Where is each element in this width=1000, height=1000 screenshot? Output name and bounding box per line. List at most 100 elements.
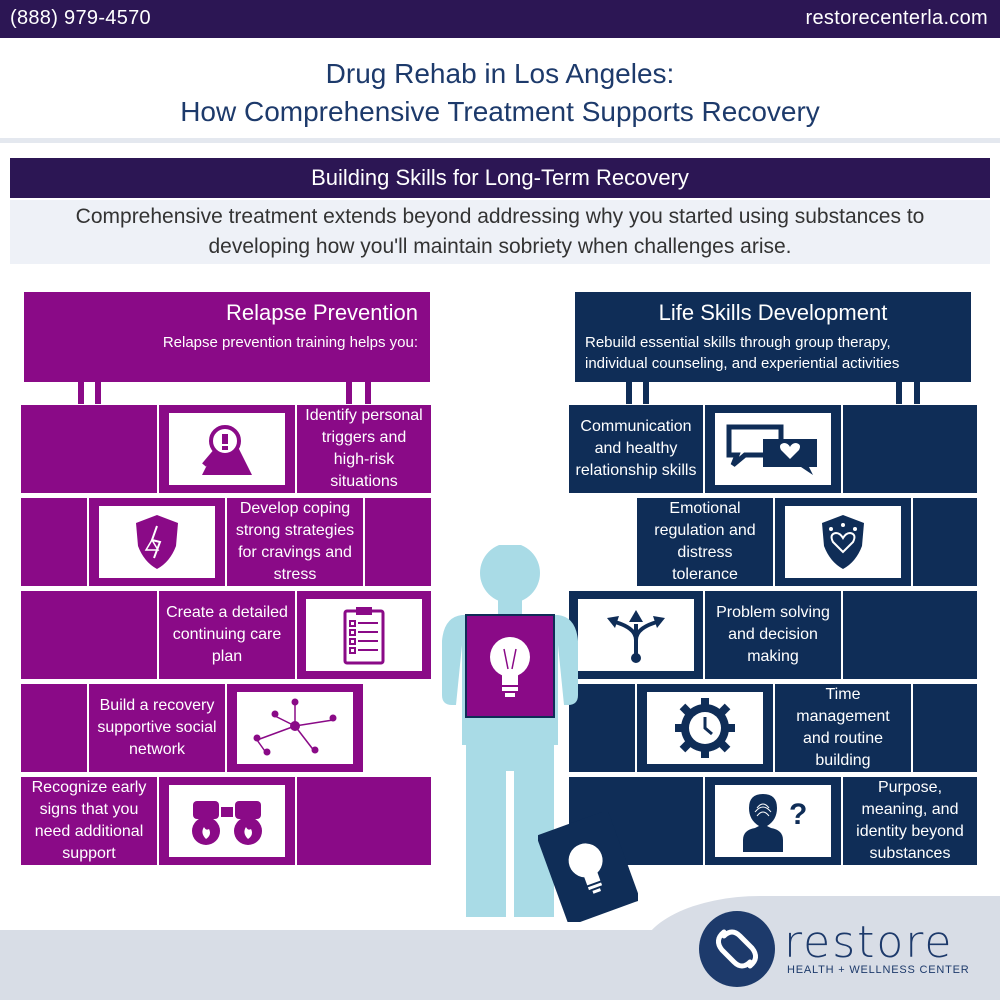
wall-brick <box>636 683 774 773</box>
item-text-line: Problem solving <box>716 604 830 621</box>
item-text-line: Recognize early <box>31 779 147 796</box>
item-text-line: regulation and <box>654 522 756 539</box>
item-text-line: network <box>128 741 185 758</box>
relapse-item-1: Identify personal triggers and high-risk… <box>296 404 432 494</box>
lightbulb-card <box>538 812 638 922</box>
life-skills-header: Life Skills Development Rebuild essentia… <box>575 292 971 382</box>
item-text-line: need additional <box>34 823 144 840</box>
item-text-line: building <box>815 752 871 769</box>
page-title: Drug Rehab in Los Angeles: How Comprehen… <box>0 55 1000 131</box>
item-text-line: management <box>796 708 890 725</box>
shield-heart-icon <box>785 506 901 578</box>
logo-tagline: HEALTH + WELLNESS CENTER <box>787 964 970 976</box>
binoculars-icon <box>169 785 285 857</box>
wall-brick: ? <box>704 776 842 866</box>
wall-brick <box>296 776 432 866</box>
relapse-prevention-header: Relapse Prevention Relapse prevention tr… <box>24 292 430 382</box>
wall-brick <box>20 590 158 680</box>
relapse-item-2: Develop coping strong strategies for cra… <box>226 497 364 587</box>
intro-line2: developing how you'll maintain sobriety … <box>208 235 792 258</box>
wall-brick <box>88 497 226 587</box>
person-figure <box>442 545 578 917</box>
wall-brick <box>20 497 88 587</box>
wall-brick <box>568 683 636 773</box>
life-skills-subtitle-line2: individual counseling, and experiential … <box>585 355 900 372</box>
item-text-line: strong strategies <box>235 522 355 539</box>
wall-gap <box>568 497 636 587</box>
life-skill-item-4: Time management and routine building <box>774 683 912 773</box>
section-intro: Comprehensive treatment extends beyond a… <box>10 200 990 264</box>
phone-number[interactable]: (888) 979-4570 <box>10 7 151 29</box>
clipboard-icon <box>306 599 422 671</box>
item-text-line: distress <box>677 544 733 561</box>
wall-brick <box>842 404 978 494</box>
item-text-line: supportive social <box>97 719 217 736</box>
logo-wordmark: restore <box>784 917 954 968</box>
top-bar: (888) 979-4570 restorecenterla.com <box>0 0 1000 38</box>
wall-brick <box>704 404 842 494</box>
trigger-search-icon <box>169 413 285 485</box>
wall-brick <box>912 497 978 587</box>
wall-brick <box>912 683 978 773</box>
website-link[interactable]: restorecenterla.com <box>805 7 988 29</box>
item-text-line: meaning, and <box>861 801 959 818</box>
item-text-line: high-risk <box>333 451 395 468</box>
sign-post <box>346 382 352 404</box>
sign-post <box>78 382 84 404</box>
wall-brick <box>296 590 432 680</box>
wall-brick <box>568 590 704 680</box>
restore-logo-icon <box>699 911 775 987</box>
wall-brick <box>20 404 158 494</box>
network-icon <box>237 692 353 764</box>
item-text-line: and routine <box>802 730 884 747</box>
relapse-item-3: Create a detailed continuing care plan <box>158 590 296 680</box>
page-title-line1: Drug Rehab in Los Angeles: <box>325 58 675 89</box>
title-divider <box>0 138 1000 143</box>
item-text-line: identity beyond <box>856 823 964 840</box>
item-text-line: Create a detailed <box>166 604 288 621</box>
item-text-line: and healthy <box>594 440 678 457</box>
item-text-line: making <box>747 648 799 665</box>
wall-brick <box>158 776 296 866</box>
item-text-line: stress <box>273 566 317 583</box>
item-text-line: and decision <box>728 626 818 643</box>
wall-brick <box>20 683 88 773</box>
life-skills-subtitle-line1: Rebuild essential skills through group t… <box>585 334 891 351</box>
life-skill-item-2: Emotional regulation and distress tolera… <box>636 497 774 587</box>
item-text-line: Purpose, <box>877 779 943 796</box>
life-skill-item-1: Communication and healthy relationship s… <box>568 404 704 494</box>
relapse-prevention-title: Relapse Prevention <box>225 300 418 325</box>
relapse-item-4: Build a recovery supportive social netwo… <box>88 683 226 773</box>
item-text-line: continuing care <box>172 626 282 643</box>
item-text-line: tolerance <box>672 566 738 583</box>
item-text-line: plan <box>211 648 243 665</box>
wall-brick <box>774 497 912 587</box>
gear-clock-icon <box>647 692 763 764</box>
item-text-line: for cravings and <box>238 544 352 561</box>
item-text-line: Time <box>825 686 861 703</box>
item-text-line: Identify personal <box>305 407 423 424</box>
item-text-line: Emotional <box>669 500 741 517</box>
wall-brick <box>226 683 364 773</box>
life-skills-subtitle: Rebuild essential skills through group t… <box>575 332 971 374</box>
sign-post <box>626 382 632 404</box>
relapse-item-5: Recognize early signs that you need addi… <box>20 776 158 866</box>
item-text-line: Communication <box>580 418 692 435</box>
wall-brick <box>158 404 296 494</box>
wall-brick <box>364 497 432 587</box>
item-text-line: Develop coping <box>239 500 351 517</box>
life-skills-title: Life Skills Development <box>658 300 888 325</box>
sign-post <box>896 382 902 404</box>
sign-post <box>95 382 101 404</box>
relapse-prevention-wall: Identify personal triggers and high-risk… <box>20 404 432 870</box>
item-text-line: situations <box>330 473 398 490</box>
item-text-line: relationship skills <box>575 462 697 479</box>
relapse-prevention-subtitle: Relapse prevention training helps you: <box>162 334 418 351</box>
sign-post <box>643 382 649 404</box>
head-question-icon: ? <box>715 785 831 857</box>
svg-text:?: ? <box>789 798 807 831</box>
intro-line1: Comprehensive treatment extends beyond a… <box>75 205 925 228</box>
item-text-line: support <box>62 845 116 862</box>
item-text-line: substances <box>869 845 951 862</box>
crossroads-arrows-icon <box>578 599 694 671</box>
